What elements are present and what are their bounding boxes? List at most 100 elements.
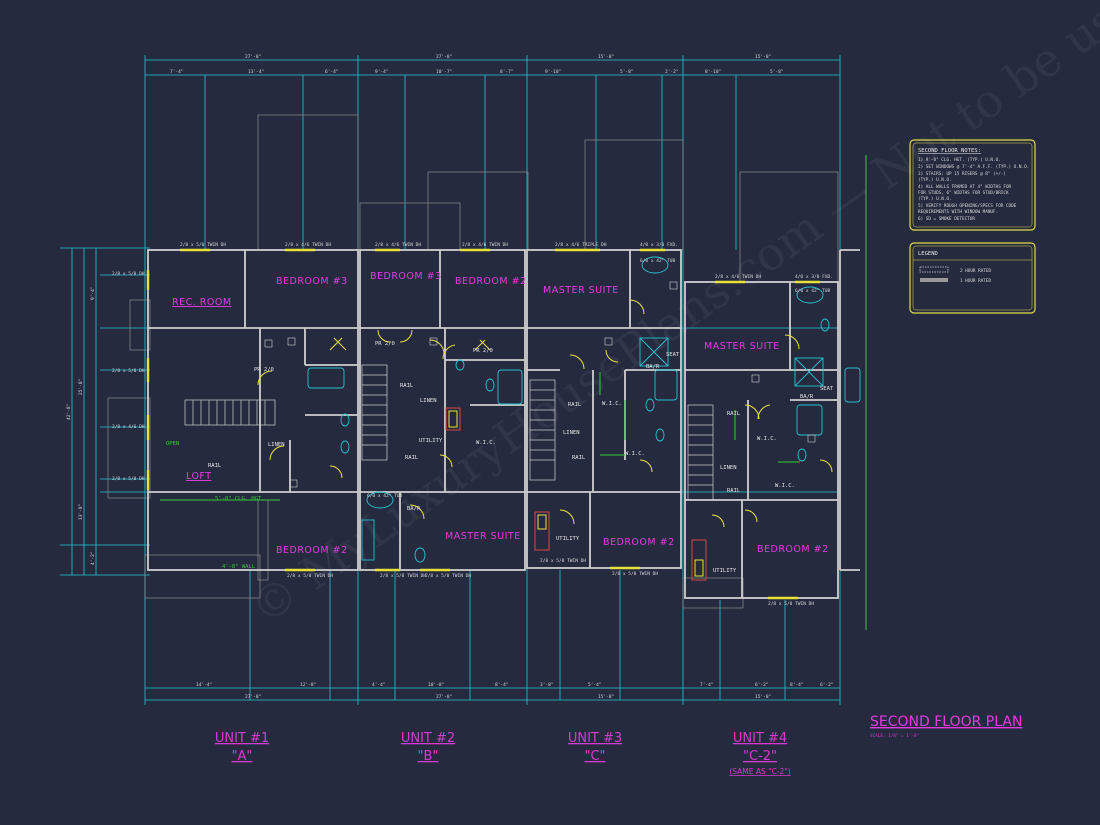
room-u2-bedroom3: BEDROOM #3 bbox=[370, 271, 442, 282]
unit2-code: "B" bbox=[418, 749, 439, 764]
unit2-stair bbox=[361, 364, 388, 461]
room-u2-master: MASTER SUITE bbox=[445, 531, 521, 542]
label-pr2: PR 2/0 bbox=[375, 341, 395, 347]
dim-bottom-unit4: 15'-8" bbox=[755, 694, 771, 700]
unit1-name: UNIT #1 bbox=[215, 731, 269, 746]
label-linen: LINEN bbox=[420, 398, 437, 404]
window-tag: 2/8 x 4/6 TWIN DH bbox=[462, 242, 508, 248]
label-rail: RAIL bbox=[400, 383, 414, 389]
unit4-outline bbox=[684, 281, 839, 599]
room-u4-master: MASTER SUITE bbox=[704, 341, 780, 352]
window-tag: 2/8 x 4/6 DH bbox=[112, 424, 145, 430]
note-line: REQUIREMENTS WITH WINDOW MANUF. bbox=[918, 209, 998, 215]
note-line: 4) ALL WALLS FRAMED AT 4" WIDTHS FOR bbox=[918, 184, 1012, 190]
drawing-title: SECOND FLOOR PLAN bbox=[870, 714, 1022, 730]
label-utility: UTILITY bbox=[556, 536, 580, 542]
dim-left: 9'-4" bbox=[90, 286, 96, 300]
dim-top-sub: 5'-8" bbox=[620, 69, 634, 75]
device-tags bbox=[264, 281, 816, 488]
dim-bottom-sub: 8'-4" bbox=[495, 682, 509, 688]
unit2-name: UNIT #2 bbox=[401, 731, 455, 746]
label-rail: RAIL bbox=[727, 488, 741, 494]
unit3-code: "C" bbox=[584, 749, 605, 764]
ghost-outlines bbox=[107, 114, 839, 609]
dim-top-sub: 8'-7" bbox=[500, 69, 514, 75]
unit1-tub bbox=[307, 367, 345, 389]
label-linen: LINEN bbox=[563, 430, 580, 436]
note-line: 3) STAIRS: UP 15 RISERS @ 8" (+/-) bbox=[918, 171, 1006, 177]
window-tag: 2/8 x 5/0 TWIN DH bbox=[768, 601, 814, 607]
room-u1-bedroom2: BEDROOM #2 bbox=[276, 545, 348, 556]
unit1-outline bbox=[147, 249, 359, 571]
top-dimensions: 27'-8" 27'-8" 15'-8" 15'-8" 7'-4" 13'-4"… bbox=[170, 54, 784, 75]
dim-bottom-sub: 4'-4" bbox=[372, 682, 386, 688]
unit3-tub-oval bbox=[641, 256, 669, 274]
dim-bottom-unit3: 15'-8" bbox=[598, 694, 614, 700]
window-tag: 4/0 x 3/0 FXD. bbox=[795, 274, 833, 280]
label-rail: RAIL bbox=[568, 402, 582, 408]
dim-left: 13'-8" bbox=[78, 504, 84, 520]
label-tub: 6/0 x 42" TUB bbox=[640, 258, 676, 264]
window-tag: 4/0 x 3/0 FXD. bbox=[640, 242, 678, 248]
label-clg-note: 5'-8" CLG. HGT. bbox=[215, 496, 265, 502]
bottom-dimensions: 14'-4" 12'-8" 4'-4" 10'-8" 8'-4" 3'-8" 5… bbox=[196, 682, 834, 700]
dim-bottom-sub: 5'-4" bbox=[588, 682, 602, 688]
dim-top-sub: 5'-8" bbox=[770, 69, 784, 75]
unit3-name: UNIT #3 bbox=[568, 731, 622, 746]
unit1-code: "A" bbox=[232, 749, 253, 764]
unit2-tub bbox=[497, 369, 523, 405]
room-u1-loft: LOFT bbox=[186, 471, 212, 482]
window-tags: 2/8 x 5/0 TWIN DH 2/8 x 4/6 TWIN DH 2/8 … bbox=[112, 242, 833, 607]
window-tag: 2/8 x 4/6 TWIN DH bbox=[285, 242, 331, 248]
unit4-code: "C-2" bbox=[743, 749, 777, 764]
label-wall-note: 4'-8" WALL bbox=[222, 564, 256, 570]
legend-title: LEGEND bbox=[918, 251, 938, 257]
unit4-name: UNIT #4 bbox=[733, 731, 787, 746]
room-u3-master: MASTER SUITE bbox=[543, 285, 619, 296]
label-wic: W.I.C. bbox=[775, 483, 795, 489]
note-line: 2) SET WINDOWS @ 7'-4" A.F.F. (TYP.) U.N… bbox=[918, 164, 1029, 170]
label-tub: 6/0 x 42" TUB bbox=[795, 288, 831, 294]
dim-left: 42'-8" bbox=[66, 404, 72, 420]
legend-swatch-2hr bbox=[919, 266, 949, 273]
drawing-scale: SCALE: 1/8" = 1'-0" bbox=[870, 733, 919, 739]
window-tag: 2/8 x 4/6 TWIN DH bbox=[375, 242, 421, 248]
legend-swatch-1hr bbox=[920, 278, 948, 282]
dim-bottom-sub: 6'-2" bbox=[755, 682, 769, 688]
window-tag: 2/8 x 4/6 TWIN DH bbox=[715, 274, 761, 280]
note-line: 5) VERIFY ROUGH OPENING/SPECS FOR CODE bbox=[918, 203, 1017, 209]
window-tag: 2/8 x 5/0 DH bbox=[112, 271, 145, 277]
dim-bottom-unit1: 27'-8" bbox=[245, 694, 261, 700]
note-line: 1) 9'-0" CLG. HGT. (TYP.) U.N.O. bbox=[918, 157, 1001, 163]
label-baur: BA/R bbox=[646, 364, 660, 370]
unit-titles: UNIT #1 "A" UNIT #2 "B" UNIT #3 "C" UNIT… bbox=[215, 731, 791, 776]
fixtures bbox=[307, 256, 861, 563]
label-rail: RAIL bbox=[405, 455, 419, 461]
label-utility: UTILITY bbox=[419, 438, 443, 444]
label-seat: SEAT bbox=[820, 386, 834, 392]
room-u1-bedroom3: BEDROOM #3 bbox=[276, 276, 348, 287]
legend-item: 1 HOUR RATED bbox=[960, 278, 991, 284]
legend-item: 2 HOUR RATED bbox=[960, 268, 991, 274]
section-lines bbox=[160, 155, 867, 630]
room-u3-bedroom2: BEDROOM #2 bbox=[603, 537, 675, 548]
dim-left: 4'-2" bbox=[90, 551, 96, 565]
label-utility: UTILITY bbox=[713, 568, 737, 574]
room-rec-room: REC. ROOM bbox=[172, 297, 232, 308]
label-baur: BA/R bbox=[800, 394, 814, 400]
dim-top-unit3: 15'-8" bbox=[598, 54, 614, 60]
dim-top-sub: 9'-10" bbox=[545, 69, 561, 75]
label-wic: W.I.C. bbox=[602, 401, 622, 407]
dim-bottom-sub: 6'-2" bbox=[820, 682, 834, 688]
unit3-outline bbox=[526, 249, 682, 569]
room-u2-bedroom2: BEDROOM #2 bbox=[455, 276, 527, 287]
drawing-title-block: SECOND FLOOR PLAN SCALE: 1/8" = 1'-0" bbox=[870, 714, 1022, 739]
window-tag: 2/8 x 5/0 TWIN DH bbox=[180, 242, 226, 248]
label-open: OPEN bbox=[166, 441, 179, 447]
room-u4-bedroom2: BEDROOM #2 bbox=[757, 544, 829, 555]
unit4-note: (SAME AS "C-2") bbox=[729, 767, 790, 776]
label-wic: W.I.C. bbox=[757, 436, 777, 442]
room-labels: REC. ROOM BEDROOM #3 LOFT BEDROOM #2 BED… bbox=[172, 271, 829, 556]
unit2-tub-oval bbox=[366, 491, 394, 509]
window-tag: 2/8 x 5/0 DH bbox=[112, 368, 145, 374]
